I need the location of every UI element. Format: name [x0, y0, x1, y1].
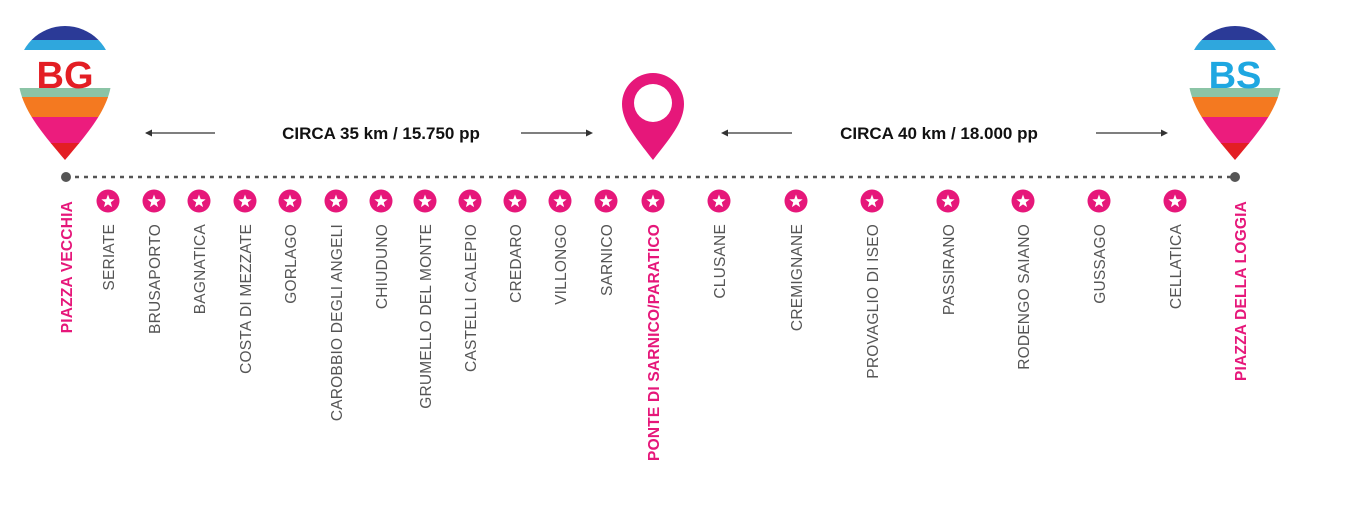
- star-icon: [1016, 194, 1030, 208]
- star-icon: [238, 194, 252, 208]
- stop-3: COSTA DI MEZZATE: [233, 189, 257, 374]
- stop-list: SERIATE BRUSAPORTO BAGNATICA COSTA DI MEZZA…: [96, 189, 1187, 461]
- stop-10: VILLONGO: [548, 189, 572, 305]
- star-icon: [329, 194, 343, 208]
- star-icon: [712, 194, 726, 208]
- star-icon: [553, 194, 567, 208]
- stop-label: CAROBBIO DEGLI ANGELI: [329, 224, 346, 421]
- star-icon: [463, 194, 477, 208]
- stop-label: BRUSAPORTO: [147, 224, 164, 334]
- stop-17: RODENGO SAIANO: [1011, 189, 1035, 370]
- stop-19: CELLATICA: [1163, 189, 1187, 310]
- star-icon: [147, 194, 161, 208]
- stop-label: CREMIGNANE: [789, 224, 806, 331]
- distance-segment-2: CIRCA 40 km / 18.000 pp: [721, 124, 1168, 143]
- middle-pin: [622, 73, 684, 160]
- stop-label: SERIATE: [101, 224, 118, 291]
- star-icon: [789, 194, 803, 208]
- start-terminus-label: PIAZZA VECCHIA: [59, 201, 76, 333]
- stop-2: BAGNATICA: [187, 189, 211, 315]
- star-icon: [865, 194, 879, 208]
- stop-label: PASSIRANO: [941, 224, 958, 315]
- star-icon: [941, 194, 955, 208]
- star-icon: [508, 194, 522, 208]
- star-icon: [418, 194, 432, 208]
- stop-label: GRUMELLO DEL MONTE: [418, 224, 435, 409]
- stop-7: GRUMELLO DEL MONTE: [413, 189, 437, 409]
- stop-16: PASSIRANO: [936, 189, 960, 315]
- end-pin-bs: BS: [1188, 26, 1282, 160]
- stop-14: CREMIGNANE: [784, 189, 808, 331]
- distance-segment-1: CIRCA 35 km / 15.750 pp: [145, 124, 593, 143]
- stop-label: PROVAGLIO DI ISEO: [865, 224, 882, 379]
- stop-label: GUSSAGO: [1092, 224, 1109, 304]
- stop-label: CASTELLI CALEPIO: [463, 224, 480, 372]
- stop-11: SARNICO: [594, 189, 618, 296]
- stop-6: CHIUDUNO: [369, 189, 393, 309]
- star-icon: [599, 194, 613, 208]
- stop-label: CHIUDUNO: [374, 224, 391, 309]
- star-icon: [283, 194, 297, 208]
- stop-label: VILLONGO: [553, 224, 570, 305]
- stop-8: CASTELLI CALEPIO: [458, 189, 482, 372]
- stop-label: CELLATICA: [1168, 224, 1185, 310]
- stop-9: CREDARO: [503, 189, 527, 303]
- stop-label: PONTE DI SARNICO/PARATICO: [646, 224, 663, 461]
- star-icon: [646, 194, 660, 208]
- start-pin-bg: BG: [18, 26, 112, 160]
- stop-label: GORLAGO: [283, 224, 300, 304]
- stop-12: PONTE DI SARNICO/PARATICO: [641, 189, 665, 461]
- stop-label: RODENGO SAIANO: [1016, 224, 1033, 370]
- stop-1: BRUSAPORTO: [142, 189, 166, 334]
- route-end-dot: [1230, 172, 1240, 182]
- distance-label-2: CIRCA 40 km / 18.000 pp: [840, 124, 1038, 143]
- star-icon: [192, 194, 206, 208]
- stop-13: CLUSANE: [707, 189, 731, 299]
- stop-label: CREDARO: [508, 224, 525, 303]
- stop-label: SARNICO: [599, 224, 616, 296]
- stop-5: CAROBBIO DEGLI ANGELI: [324, 189, 348, 421]
- stop-15: PROVAGLIO DI ISEO: [860, 189, 884, 379]
- star-icon: [101, 194, 115, 208]
- stop-18: GUSSAGO: [1087, 189, 1111, 304]
- stop-label: CLUSANE: [712, 224, 729, 299]
- stop-4: GORLAGO: [278, 189, 302, 304]
- star-icon: [1092, 194, 1106, 208]
- stop-label: COSTA DI MEZZATE: [238, 224, 255, 374]
- route-start-dot: [61, 172, 71, 182]
- distance-label-1: CIRCA 35 km / 15.750 pp: [282, 124, 480, 143]
- star-icon: [374, 194, 388, 208]
- star-icon: [1168, 194, 1182, 208]
- end-terminus-label: PIAZZA DELLA LOGGIA: [1233, 201, 1250, 381]
- stop-label: BAGNATICA: [192, 224, 209, 315]
- stop-0: SERIATE: [96, 189, 120, 291]
- pin-code-bs: BS: [1209, 55, 1262, 97]
- pin-code-bg: BG: [37, 55, 94, 97]
